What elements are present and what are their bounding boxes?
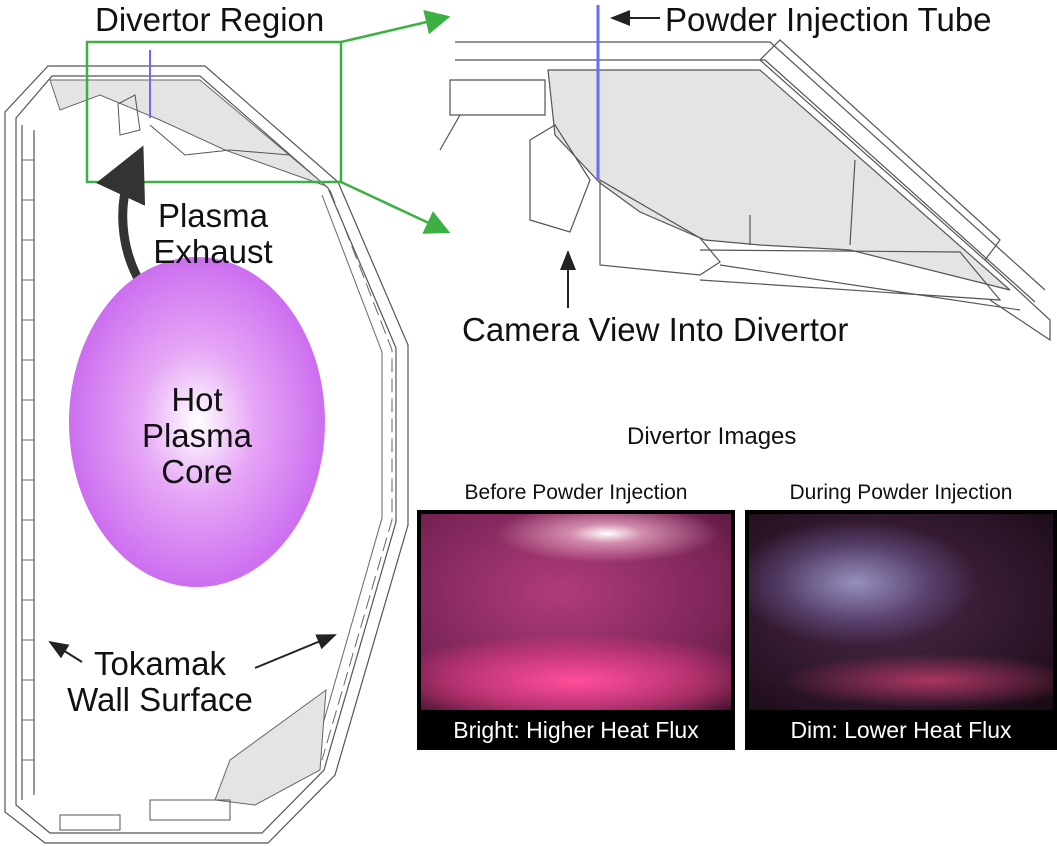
wall-line1: Tokamak bbox=[93, 645, 227, 682]
core-label: Hot Plasma Core bbox=[132, 382, 262, 490]
during-image-caption: Dim: Lower Heat Flux bbox=[745, 710, 1057, 750]
plasma-exhaust-arrow bbox=[96, 145, 149, 293]
divertor-highlight-box bbox=[85, 40, 343, 184]
during-injection-image: Dim: Lower Heat Flux bbox=[745, 510, 1057, 750]
plasma-exhaust-label: Plasma Exhaust bbox=[148, 198, 278, 270]
divertor-inset bbox=[439, 39, 1051, 342]
plasma-exhaust-line2: Exhaust bbox=[153, 233, 273, 270]
plasma-core bbox=[69, 257, 325, 587]
during-image-title: During Powder Injection bbox=[789, 481, 1013, 504]
core-line2: Plasma bbox=[141, 417, 253, 454]
before-image-title: Before Powder Injection bbox=[464, 481, 688, 504]
wall-line2: Wall Surface bbox=[67, 681, 253, 718]
camera-view-label: Camera View Into Divertor bbox=[462, 311, 849, 348]
before-image-caption: Bright: Higher Heat Flux bbox=[417, 710, 735, 750]
divertor-top-fill bbox=[49, 79, 327, 187]
core-line3: Core bbox=[161, 453, 233, 490]
wall-label: Tokamak Wall Surface bbox=[55, 646, 265, 718]
plasma-exhaust-line1: Plasma bbox=[157, 197, 269, 234]
core-line1: Hot bbox=[171, 381, 223, 418]
divertor-region-label: Divertor Region bbox=[95, 1, 325, 38]
before-injection-image: Bright: Higher Heat Flux bbox=[417, 510, 735, 750]
divertor-images-title: Divertor Images bbox=[627, 423, 797, 450]
powder-tube-label: Powder Injection Tube bbox=[665, 1, 992, 38]
wall-tiles bbox=[22, 159, 393, 761]
divertor-bottom-fill bbox=[214, 688, 327, 806]
